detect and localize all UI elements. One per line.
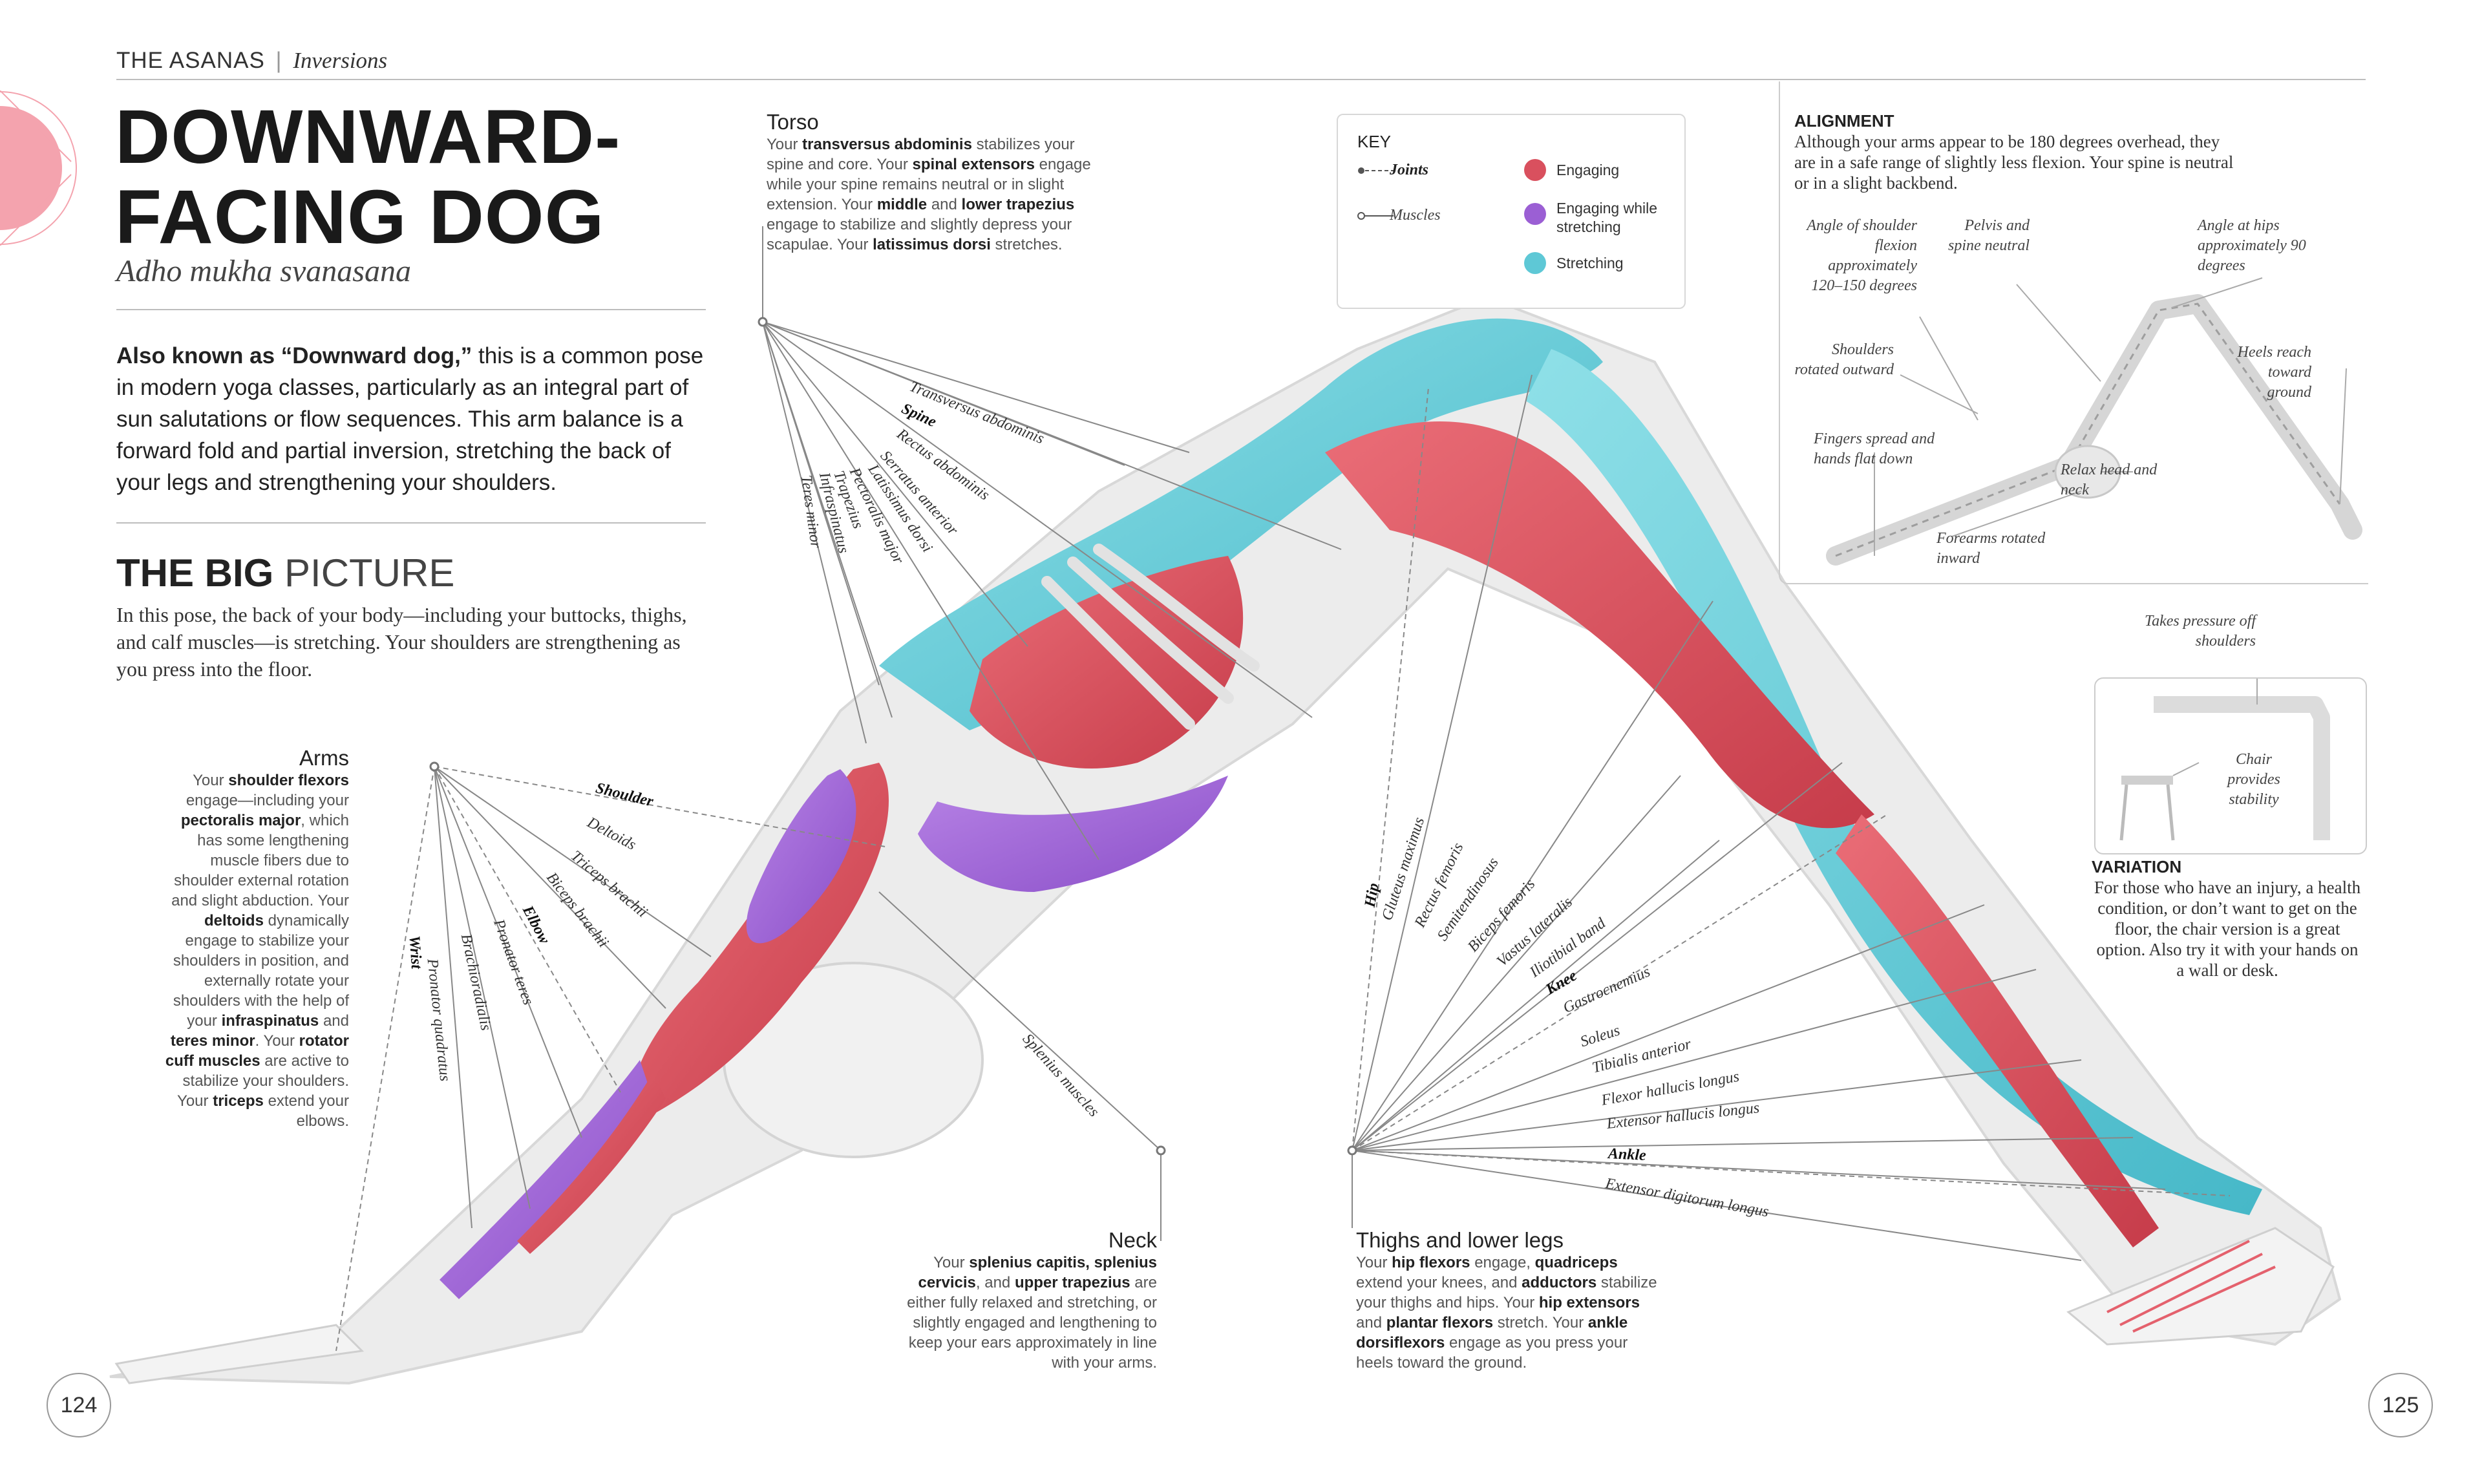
page-number-right: 125	[2368, 1373, 2433, 1437]
arms-title: Arms	[299, 746, 349, 770]
sanskrit-name: Adho mukha svanasana	[116, 254, 411, 288]
big-picture-heading: THE BIG PICTURE	[116, 551, 454, 595]
intro-paragraph: Also known as “Downward dog,” this is a …	[116, 340, 708, 498]
joint-marker-icon	[1358, 167, 1394, 174]
intro-lead: Also known as “Downward dog,”	[116, 343, 472, 368]
chair-variation-illustration	[2119, 679, 2330, 841]
big-picture-heading-bold: THE BIG	[116, 551, 274, 595]
torso-block: Torso Your transversus abdominis stabili…	[767, 110, 1116, 255]
torso-text: Your transversus abdominis stabilizes yo…	[767, 136, 1091, 253]
decorative-target-icon	[0, 90, 77, 246]
arms-text: Your shoulder flexors engage—including y…	[165, 772, 349, 1130]
running-header: THE ASANAS | Inversions	[116, 48, 387, 74]
note-hips-angle: Angle at hips approximately 90 degrees	[2198, 217, 2306, 274]
alignment-panel	[1779, 81, 2368, 584]
title-line-1: DOWNWARD-	[115, 94, 621, 180]
big-picture-text: In this pose, the back of your body—incl…	[116, 603, 687, 681]
key-title: KEY	[1357, 132, 1392, 151]
variation-title: VARIATION	[2092, 857, 2182, 876]
note-relax-head: Relax head and neck	[2061, 461, 2158, 498]
divider-middle	[116, 522, 706, 524]
alignment-title: ALIGNMENT	[1794, 111, 1894, 131]
note-pelvis-spine: Pelvis and spine neutral	[1948, 217, 2030, 254]
variation-text: For those who have an injury, a health c…	[2094, 878, 2361, 980]
note-heels: Heels reach toward ground	[2237, 344, 2311, 401]
header-separator: |	[275, 48, 282, 73]
alignment-skeleton-illustration	[1826, 277, 2362, 566]
label-ankle: Ankle	[1607, 1145, 1647, 1165]
neck-text: Your splenius capitis, splenius cervicis…	[907, 1254, 1157, 1372]
variation-block: VARIATION For those who have an injury, …	[2092, 857, 2363, 980]
engaging-stretching-swatch	[1524, 203, 1546, 225]
header-rule	[116, 79, 2366, 80]
engaging-swatch	[1524, 159, 1546, 181]
note-shoulders-rotated: Shoulders rotated outward	[1794, 341, 1894, 378]
key-muscles: Muscles	[1390, 207, 1441, 224]
legend-key: KEY Joints Muscles Engaging Engaging whi…	[1337, 114, 1686, 309]
divider-top	[116, 309, 706, 310]
arms-block: Arms Your shoulder flexors engage—includ…	[155, 746, 349, 1131]
legs-block: Thighs and lower legs Your hip flexors e…	[1356, 1228, 1666, 1373]
key-engaging-stretching: Engaging while stretching	[1556, 200, 1658, 235]
key-stretching: Stretching	[1556, 255, 1624, 271]
muscle-marker-icon	[1357, 212, 1394, 220]
note-forearms: Forearms rotated inward	[1936, 530, 2046, 567]
neck-title: Neck	[1108, 1228, 1157, 1252]
title-line-2: FACING DOG	[115, 175, 605, 260]
section-name: THE ASANAS	[116, 48, 265, 73]
key-engaging: Engaging	[1556, 162, 1620, 178]
big-picture-heading-light: PICTURE	[284, 551, 455, 595]
note-chair: Chair provides stability	[2227, 751, 2280, 808]
legs-text: Your hip flexors engage, quadriceps exte…	[1356, 1254, 1657, 1372]
variation-image-box: Chair provides stability	[2094, 677, 2367, 854]
legs-title: Thighs and lower legs	[1356, 1228, 1564, 1252]
subsection-name: Inversions	[293, 48, 388, 73]
label-wrist: Wrist	[405, 935, 425, 970]
neck-block: Neck Your splenius capitis, splenius cer…	[892, 1228, 1157, 1373]
alignment-text: Although your arms appear to be 180 degr…	[1794, 132, 2234, 193]
torso-title: Torso	[767, 110, 819, 134]
alignment-block: ALIGNMENT Although your arms appear to b…	[1794, 111, 2234, 193]
page-number-left: 124	[47, 1373, 111, 1437]
intro-text: this is a common pose in modern yoga cla…	[116, 343, 704, 495]
stretching-swatch	[1524, 252, 1546, 274]
note-takes-pressure: Takes pressure off shoulders	[2144, 613, 2256, 650]
note-fingers-spread: Fingers spread and hands flat down	[1814, 430, 1935, 467]
key-joints: Joints	[1390, 162, 1429, 178]
note-shoulder-flexion: Angle of shoulder flexion approximately …	[1807, 217, 1917, 294]
page-title: DOWNWARD- FACING DOG	[115, 97, 620, 257]
